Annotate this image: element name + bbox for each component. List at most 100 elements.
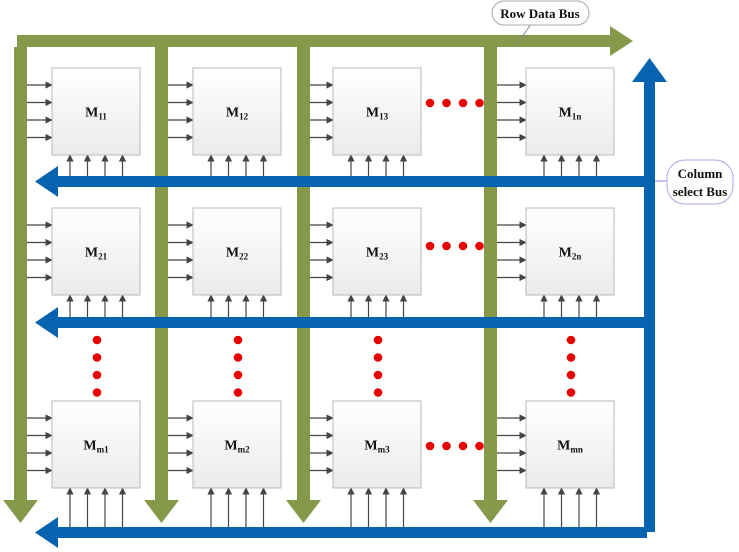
module-box xyxy=(525,67,615,156)
column-bus-branch-arrowhead-1 xyxy=(35,166,58,197)
vertical-ellipsis-dot xyxy=(373,370,383,380)
vertical-ellipsis-dot xyxy=(373,388,383,397)
module-label-main: M xyxy=(559,106,572,121)
column-select-bus-callout: Column select Bus xyxy=(655,159,734,205)
module-M13: M13 xyxy=(310,67,422,176)
horizontal-ellipsis-dot xyxy=(458,441,468,451)
horizontal-ellipsis-dot xyxy=(442,241,451,251)
module-box xyxy=(525,400,615,489)
module-label-main: M xyxy=(226,246,239,261)
module-label-subscript: 2n xyxy=(572,252,582,262)
module-label-subscript: 21 xyxy=(98,252,108,262)
horizontal-ellipsis-dot xyxy=(458,241,468,251)
module-box xyxy=(525,207,615,296)
vertical-ellipsis-dot xyxy=(566,335,576,345)
vertical-ellipsis-dot xyxy=(566,353,576,362)
vertical-ellipsis-dot xyxy=(92,353,102,362)
vertical-ellipsis-dot xyxy=(92,388,102,397)
module-label-main: M xyxy=(224,439,237,454)
module-label: M22 xyxy=(226,246,249,262)
module-label-subscript: mn xyxy=(570,445,583,455)
callout-bubble xyxy=(666,159,734,205)
module-label-subscript: 12 xyxy=(239,112,249,122)
module-box xyxy=(192,207,282,296)
module-box xyxy=(332,400,422,489)
column-bus-arrowhead-up xyxy=(632,58,667,82)
module-label-subscript: m3 xyxy=(378,445,390,455)
vertical-ellipsis-dot xyxy=(92,370,102,380)
module-label-subscript: 22 xyxy=(239,252,249,262)
callout-bubble xyxy=(491,0,590,26)
ellipsis-dots xyxy=(92,98,576,451)
module-label: Mmn xyxy=(557,439,583,455)
vertical-ellipsis-dot xyxy=(373,353,383,362)
module-label: M12 xyxy=(226,106,249,122)
module-Mmn: Mmn xyxy=(497,400,615,527)
module-label: Mm2 xyxy=(224,439,250,455)
column-select-bus xyxy=(35,58,667,548)
horizontal-ellipsis-dot xyxy=(425,98,435,108)
module-box xyxy=(332,67,422,156)
module-label-subscript: 1n xyxy=(572,112,582,122)
column-select-bus-label-line2: select Bus xyxy=(673,184,728,199)
module-label-subscript: m1 xyxy=(97,445,109,455)
row-bus-drop-1 xyxy=(14,47,27,500)
module-box xyxy=(332,207,422,296)
horizontal-ellipsis-dot xyxy=(442,441,451,451)
module-label-main: M xyxy=(366,106,379,121)
row-bus-drop-arrowhead-2 xyxy=(144,500,179,523)
module-M2n: M2n xyxy=(497,207,615,317)
row-bus-arrowhead xyxy=(610,26,633,56)
vertical-ellipsis-dot xyxy=(373,335,383,345)
module-label-main: M xyxy=(85,246,98,261)
vertical-ellipsis-dot xyxy=(233,353,243,362)
row-bus-drop-2 xyxy=(155,47,168,500)
column-bus-branch-arrowhead-3 xyxy=(35,517,58,548)
module-label-main: M xyxy=(83,439,96,454)
module-M1n: M1n xyxy=(497,67,615,176)
vertical-ellipsis-dot xyxy=(566,388,576,397)
module-label: Mm1 xyxy=(83,439,109,455)
module-Mm2: Mm2 xyxy=(168,400,282,527)
module-M21: M21 xyxy=(27,207,141,317)
module-box xyxy=(51,400,141,489)
module-label-main: M xyxy=(364,439,377,454)
horizontal-ellipsis-dot xyxy=(442,98,451,108)
module-label: M11 xyxy=(85,106,107,122)
horizontal-ellipsis-dot xyxy=(475,441,484,451)
vertical-ellipsis-dot xyxy=(233,335,243,345)
module-label: M2n xyxy=(559,246,582,262)
column-select-bus-label-line1: Column xyxy=(678,166,724,181)
column-bus-branch-1 xyxy=(52,176,644,187)
row-bus-drop-arrowhead-1 xyxy=(3,500,38,523)
module-label-subscript: 13 xyxy=(379,112,389,122)
row-bus-drop-4 xyxy=(484,47,497,500)
module-box xyxy=(192,67,282,156)
column-bus-branch-arrowhead-2 xyxy=(35,307,58,338)
module-box xyxy=(51,67,141,156)
module-label: M21 xyxy=(85,246,108,262)
vertical-ellipsis-dot xyxy=(566,370,576,380)
module-M22: M22 xyxy=(168,207,282,317)
module-label-main: M xyxy=(226,106,239,121)
row-bus-drop-arrowhead-3 xyxy=(286,500,321,523)
module-label-subscript: 23 xyxy=(379,252,389,262)
module-label: M23 xyxy=(366,246,389,262)
module-M11: M11 xyxy=(27,67,141,176)
callout-leader xyxy=(515,23,532,47)
row-bus-drop-arrowhead-4 xyxy=(473,500,508,523)
row-data-bus-callout: Row Data Bus xyxy=(491,0,590,47)
module-label: Mm3 xyxy=(364,439,390,455)
module-label-main: M xyxy=(85,106,98,121)
module-M23: M23 xyxy=(310,207,422,317)
row-data-bus-label: Row Data Bus xyxy=(500,6,579,21)
row-bus-main-line xyxy=(17,35,612,47)
column-bus-branch-3 xyxy=(52,527,647,538)
module-label-subscript: 11 xyxy=(98,112,107,122)
module-box xyxy=(51,207,141,296)
module-M12: M12 xyxy=(168,67,282,176)
vertical-ellipsis-dot xyxy=(92,335,102,345)
module-label-subscript: m2 xyxy=(238,445,250,455)
